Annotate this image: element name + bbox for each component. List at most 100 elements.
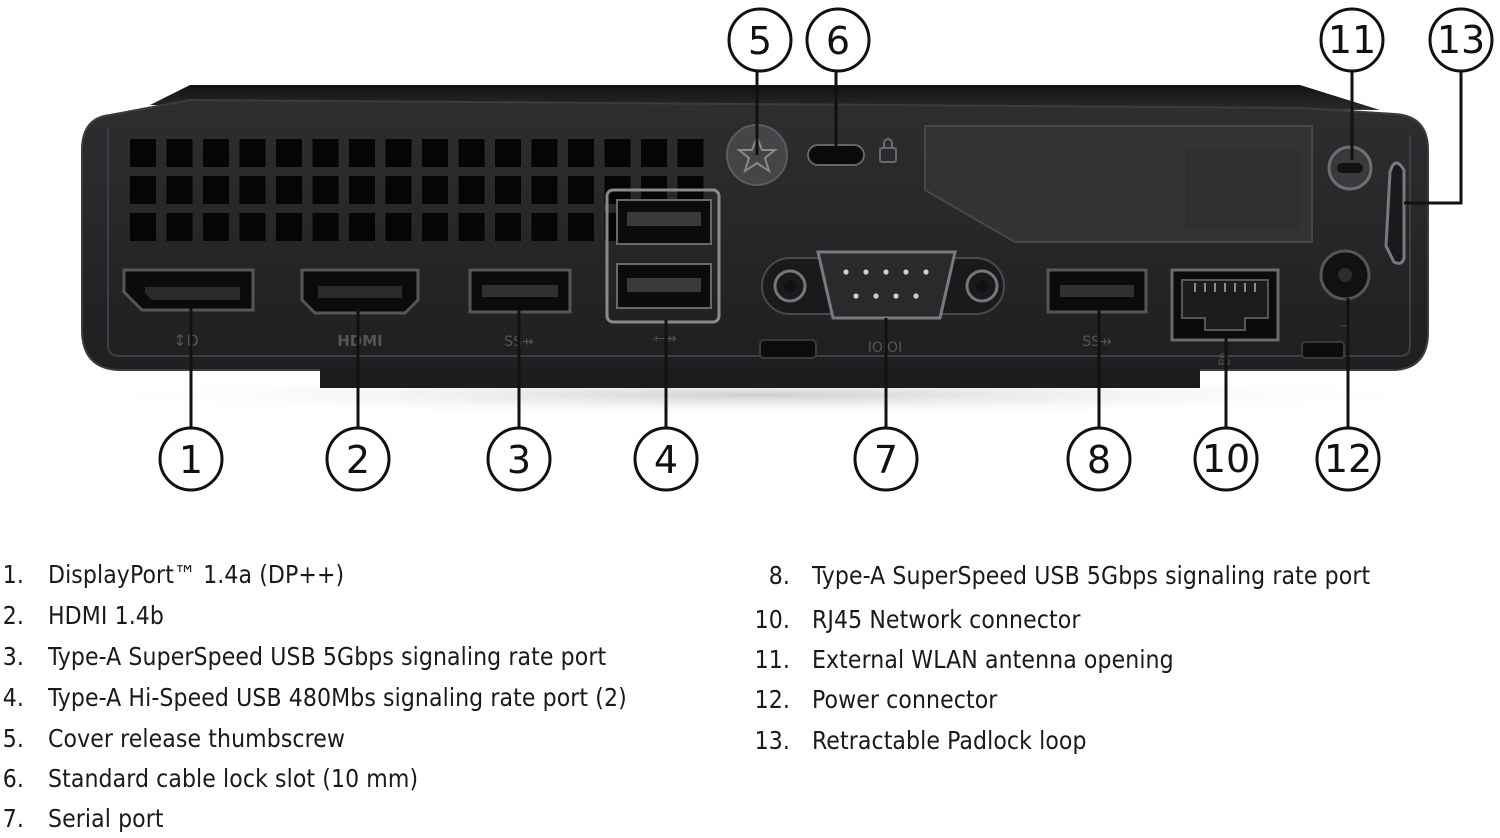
vent-hole [349, 176, 375, 204]
vent-hole [458, 176, 485, 204]
vent-hole [312, 176, 339, 204]
vent-hole [385, 176, 412, 204]
legend-item-number: 4. [2, 683, 24, 712]
rj45-network-port: 品 [1170, 268, 1280, 368]
vent-hole [568, 213, 594, 241]
legend-item-text: Serial port [48, 804, 164, 833]
callout-2: 2 [325, 426, 391, 492]
vent-hole [239, 176, 266, 204]
usb-a-superspeed-port-left: SS⇸ [468, 268, 572, 350]
vent-hole [568, 176, 594, 204]
legend-item-text: HDMI 1.4b [48, 601, 165, 630]
vent-hole [312, 139, 339, 167]
padlock-loop [1384, 161, 1406, 265]
expansion-panel-shade [1185, 150, 1300, 230]
legend-item-text: Power connector [812, 685, 998, 714]
vent-hole [495, 139, 521, 167]
rear-panel-diagram: ↕D HDMI SS⇸ ⇽⇸ [60, 7, 1494, 492]
power-connector: ⎓ [1319, 249, 1371, 334]
callout-6-label: 6 [826, 19, 850, 63]
svg-text:⎓: ⎓ [1339, 318, 1350, 334]
callout-4-label: 4 [654, 438, 678, 482]
vent-hole [568, 139, 594, 167]
callout-5: 5 [727, 7, 793, 73]
callout-markers: 1 2 3 4 5 6 7 8 10 11 12 13 [158, 7, 1494, 492]
chassis-foot [320, 368, 1200, 388]
callout-12-label: 12 [1324, 437, 1372, 481]
callout-3: 3 [486, 426, 552, 492]
callout-1: 1 [158, 426, 224, 492]
usb-a-hispeed-ports: ⇽⇸ [605, 188, 721, 347]
svg-text:SS⇸: SS⇸ [1082, 334, 1112, 350]
hdmi-port: HDMI [300, 268, 420, 350]
legend-item-text: Standard cable lock slot (10 mm) [48, 764, 419, 793]
svg-text:↕D: ↕D [173, 331, 199, 350]
vent-hole [385, 139, 412, 167]
legend-item-number: 6. [2, 764, 24, 793]
vent-hole [495, 176, 521, 204]
svg-text:品: 品 [1217, 353, 1230, 368]
vent-hole [422, 213, 448, 241]
vent-hole [531, 176, 558, 204]
callout-6: 6 [805, 7, 871, 73]
callout-12: 12 [1315, 426, 1381, 492]
callout-11-label: 11 [1328, 18, 1376, 62]
legend-item-text: Type-A Hi-Speed USB 480Mbs signaling rat… [48, 683, 627, 712]
vent-hole [239, 213, 266, 241]
callout-13-label: 13 [1437, 18, 1485, 62]
callout-8-label: 8 [1087, 438, 1111, 482]
vent-hole [641, 139, 667, 167]
legend-item-number: 11. [754, 645, 790, 674]
vent-hole [531, 139, 558, 167]
legend-item-text: Type-A SuperSpeed USB 5Gbps signaling ra… [48, 642, 607, 671]
callout-7: 7 [853, 426, 919, 492]
vent-hole [276, 139, 302, 167]
vent-hole [166, 139, 193, 167]
wlan-antenna-opening [1327, 145, 1373, 191]
callout-8: 8 [1066, 426, 1132, 492]
legend-item-number: 5. [2, 724, 24, 753]
callout-3-label: 3 [507, 438, 531, 482]
callout-4: 4 [633, 426, 699, 492]
vent-hole [349, 213, 375, 241]
vent-hole [276, 213, 302, 241]
callout-11: 11 [1319, 7, 1385, 73]
callout-1-label: 1 [179, 438, 203, 482]
vent-hole [349, 139, 375, 167]
legend-item-number: 2. [2, 601, 24, 630]
lower-slot-right [1301, 341, 1345, 359]
vent-hole [422, 176, 448, 204]
vent-hole [495, 213, 521, 241]
legend-item-text: Type-A SuperSpeed USB 5Gbps signaling ra… [812, 561, 1371, 590]
vent-hole [166, 213, 193, 241]
lower-slot-left [759, 339, 817, 359]
callout-10-label: 10 [1202, 437, 1250, 481]
vent-hole [276, 176, 302, 204]
legend-item-number: 7. [2, 804, 24, 833]
callout-10: 10 [1193, 426, 1259, 492]
vent-hole [312, 213, 339, 241]
legend-item-number: 12. [754, 685, 790, 714]
callout-13: 13 [1428, 7, 1494, 73]
callout-leaders [189, 72, 1463, 428]
legend-item-text: External WLAN antenna opening [812, 645, 1174, 674]
vent-hole [385, 213, 412, 241]
callout-7-label: 7 [874, 438, 898, 482]
legend-item-number: 3. [2, 642, 24, 671]
vent-hole [203, 176, 229, 204]
vent-hole [531, 213, 558, 241]
vent-hole [203, 139, 229, 167]
svg-text:HDMI: HDMI [337, 332, 383, 350]
legend-item-number: 13. [754, 726, 790, 755]
callout-2-label: 2 [346, 438, 370, 482]
vent-hole [604, 139, 631, 167]
legend-item-text: Cover release thumbscrew [48, 724, 346, 753]
legend-item-text: DisplayPort™ 1.4a (DP++) [48, 560, 345, 589]
displayport-port: ↕D [122, 268, 255, 350]
vent-hole [166, 176, 193, 204]
legend-item-number: 10. [754, 605, 790, 634]
legend-item-number: 1. [2, 560, 24, 589]
vent-hole [677, 139, 704, 167]
callout-5-label: 5 [748, 19, 772, 63]
vent-hole [130, 176, 156, 204]
